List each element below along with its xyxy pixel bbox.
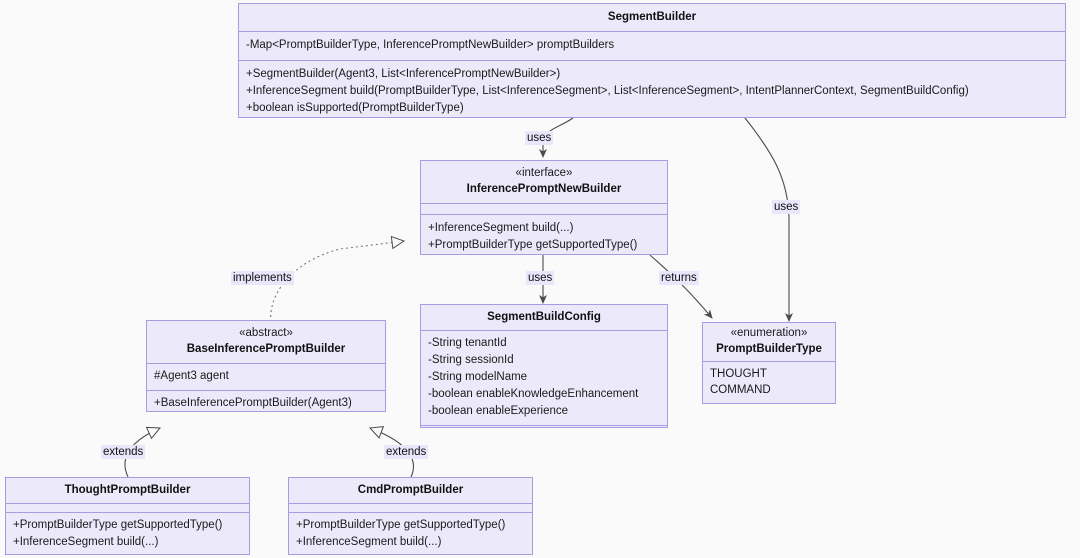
method-row: +InferenceSegment build(...) bbox=[13, 536, 159, 548]
enum-value-row: THOUGHT bbox=[710, 368, 767, 380]
class-name-label: SegmentBuildConfig bbox=[487, 311, 601, 323]
class-name-label: SegmentBuilder bbox=[607, 11, 697, 23]
class-node-cmd-prompt-builder[interactable]: CmdPromptBuilder +PromptBuilderType getS… bbox=[288, 477, 533, 555]
class-attributes-segment-build-config: -String tenantId -String sessionId -Stri… bbox=[421, 331, 667, 426]
class-values-prompt-builder-type: THOUGHT COMMAND bbox=[703, 362, 835, 404]
class-name-label: BaseInferencePromptBuilder bbox=[186, 343, 346, 355]
attribute-row: -Map<PromptBuilderType, InferencePromptN… bbox=[246, 39, 615, 51]
method-row: +InferenceSegment build(PromptBuilderTyp… bbox=[246, 85, 969, 97]
edge-label-implements: implements bbox=[231, 271, 294, 285]
class-title-prompt-builder-type: «enumeration» PromptBuilderType bbox=[703, 323, 835, 362]
attribute-row: -String sessionId bbox=[428, 354, 514, 366]
class-methods-cmd-prompt-builder: +PromptBuilderType getSupportedType() +I… bbox=[289, 513, 532, 556]
attribute-row: -boolean enableKnowledgeEnhancement bbox=[428, 388, 639, 400]
class-methods-base-inference-prompt-builder: +BaseInferencePromptBuilder(Agent3) bbox=[147, 391, 385, 417]
edge-label-uses-interface: uses bbox=[525, 131, 554, 145]
class-title-cmd-prompt-builder: CmdPromptBuilder bbox=[289, 478, 532, 504]
method-row: +InferenceSegment build(...) bbox=[428, 222, 574, 234]
class-node-prompt-builder-type[interactable]: «enumeration» PromptBuilderType THOUGHT … bbox=[702, 322, 836, 404]
attribute-row: #Agent3 agent bbox=[154, 370, 229, 382]
method-row: +SegmentBuilder(Agent3, List<InferencePr… bbox=[246, 68, 561, 80]
method-row: +BaseInferencePromptBuilder(Agent3) bbox=[154, 397, 352, 409]
class-attributes-thought-prompt-builder bbox=[6, 504, 249, 513]
edge-label-extends-thought: extends bbox=[101, 445, 146, 459]
edge-label-uses-config: uses bbox=[526, 271, 555, 285]
class-title-segment-builder: SegmentBuilder bbox=[239, 4, 1065, 32]
method-row: +PromptBuilderType getSupportedType() bbox=[296, 519, 506, 531]
class-node-inference-prompt-new-builder[interactable]: «interface» InferencePromptNewBuilder +I… bbox=[420, 160, 668, 255]
class-attributes-cmd-prompt-builder bbox=[289, 504, 532, 513]
class-stereotype-label: «interface» bbox=[515, 167, 573, 179]
attribute-row: -boolean enableExperience bbox=[428, 405, 569, 417]
edge-label-extends-cmd: extends bbox=[384, 445, 429, 459]
class-title-inference-prompt-new-builder: «interface» InferencePromptNewBuilder bbox=[421, 161, 667, 204]
class-methods-thought-prompt-builder: +PromptBuilderType getSupportedType() +I… bbox=[6, 513, 249, 556]
class-methods-prompt-builder-type bbox=[703, 404, 835, 413]
class-methods-segment-build-config bbox=[421, 426, 667, 435]
class-title-segment-build-config: SegmentBuildConfig bbox=[421, 305, 667, 331]
class-name-label: CmdPromptBuilder bbox=[357, 484, 464, 496]
method-row: +InferenceSegment build(...) bbox=[296, 536, 442, 548]
class-name-label: ThoughtPromptBuilder bbox=[64, 484, 191, 496]
class-node-base-inference-prompt-builder[interactable]: «abstract» BaseInferencePromptBuilder #A… bbox=[146, 320, 386, 412]
attribute-row: -String modelName bbox=[428, 371, 528, 383]
class-methods-segment-builder: +SegmentBuilder(Agent3, List<InferencePr… bbox=[239, 61, 1065, 123]
class-stereotype-label: «abstract» bbox=[239, 327, 293, 339]
edge-label-uses-enum: uses bbox=[772, 200, 801, 214]
class-node-thought-prompt-builder[interactable]: ThoughtPromptBuilder +PromptBuilderType … bbox=[5, 477, 250, 555]
class-attributes-base-inference-prompt-builder: #Agent3 agent bbox=[147, 364, 385, 391]
edge-label-returns-enum: returns bbox=[659, 271, 699, 285]
method-row: +boolean isSupported(PromptBuilderType) bbox=[246, 102, 464, 114]
class-node-segment-build-config[interactable]: SegmentBuildConfig -String tenantId -Str… bbox=[420, 304, 668, 428]
class-methods-inference-prompt-new-builder: +InferenceSegment build(...) +PromptBuil… bbox=[421, 215, 667, 260]
enum-value-row: COMMAND bbox=[710, 384, 771, 396]
attribute-row: -String tenantId bbox=[428, 337, 507, 349]
class-name-label: PromptBuilderType bbox=[716, 343, 822, 355]
class-name-label: InferencePromptNewBuilder bbox=[466, 183, 622, 195]
class-node-segment-builder[interactable]: SegmentBuilder -Map<PromptBuilderType, I… bbox=[238, 3, 1066, 118]
method-row: +PromptBuilderType getSupportedType() bbox=[13, 519, 223, 531]
class-stereotype-label: «enumeration» bbox=[730, 327, 808, 339]
method-row: +PromptBuilderType getSupportedType() bbox=[428, 239, 638, 251]
class-attributes-inference-prompt-new-builder bbox=[421, 204, 667, 215]
edge-segmentbuilder-uses-enum bbox=[744, 117, 793, 322]
class-title-thought-prompt-builder: ThoughtPromptBuilder bbox=[6, 478, 249, 504]
class-attributes-segment-builder: -Map<PromptBuilderType, InferencePromptN… bbox=[239, 32, 1065, 61]
class-title-base-inference-prompt-builder: «abstract» BaseInferencePromptBuilder bbox=[147, 321, 385, 364]
